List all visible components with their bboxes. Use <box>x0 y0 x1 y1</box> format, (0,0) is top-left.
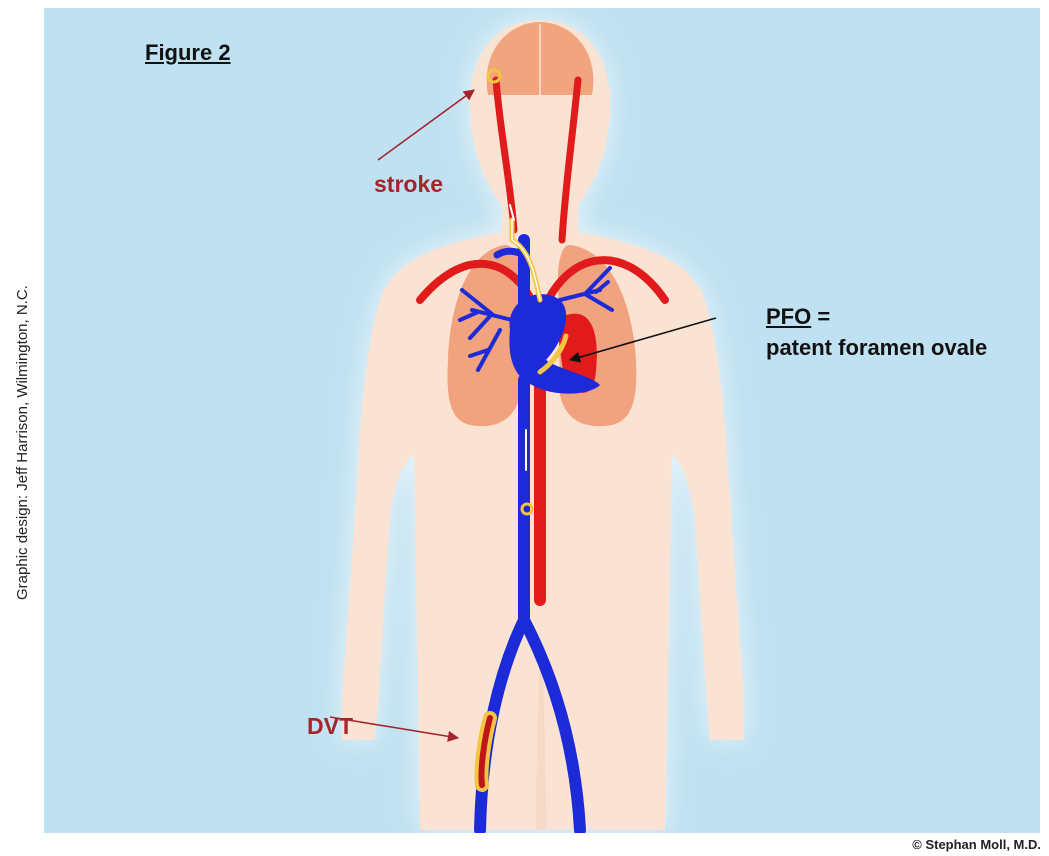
dvt-label: DVT <box>307 713 353 740</box>
pfo-abbreviation: PFO <box>766 304 811 329</box>
graphic-design-credit: Graphic design: Jeff Harrison, Wilmingto… <box>14 285 31 600</box>
pfo-label: PFO = patent foramen ovale <box>766 301 987 363</box>
figure-panel: Figure 2 stroke DVT PFO = patent foramen… <box>44 8 1040 833</box>
stroke-arrow <box>378 90 474 160</box>
pfo-equals: = <box>811 304 830 329</box>
circulation-illustration <box>44 8 1040 833</box>
figure-title: Figure 2 <box>145 40 231 66</box>
pfo-full-name: patent foramen ovale <box>766 335 987 360</box>
copyright-credit: © Stephan Moll, M.D. <box>912 837 1041 852</box>
stroke-label: stroke <box>374 171 443 198</box>
